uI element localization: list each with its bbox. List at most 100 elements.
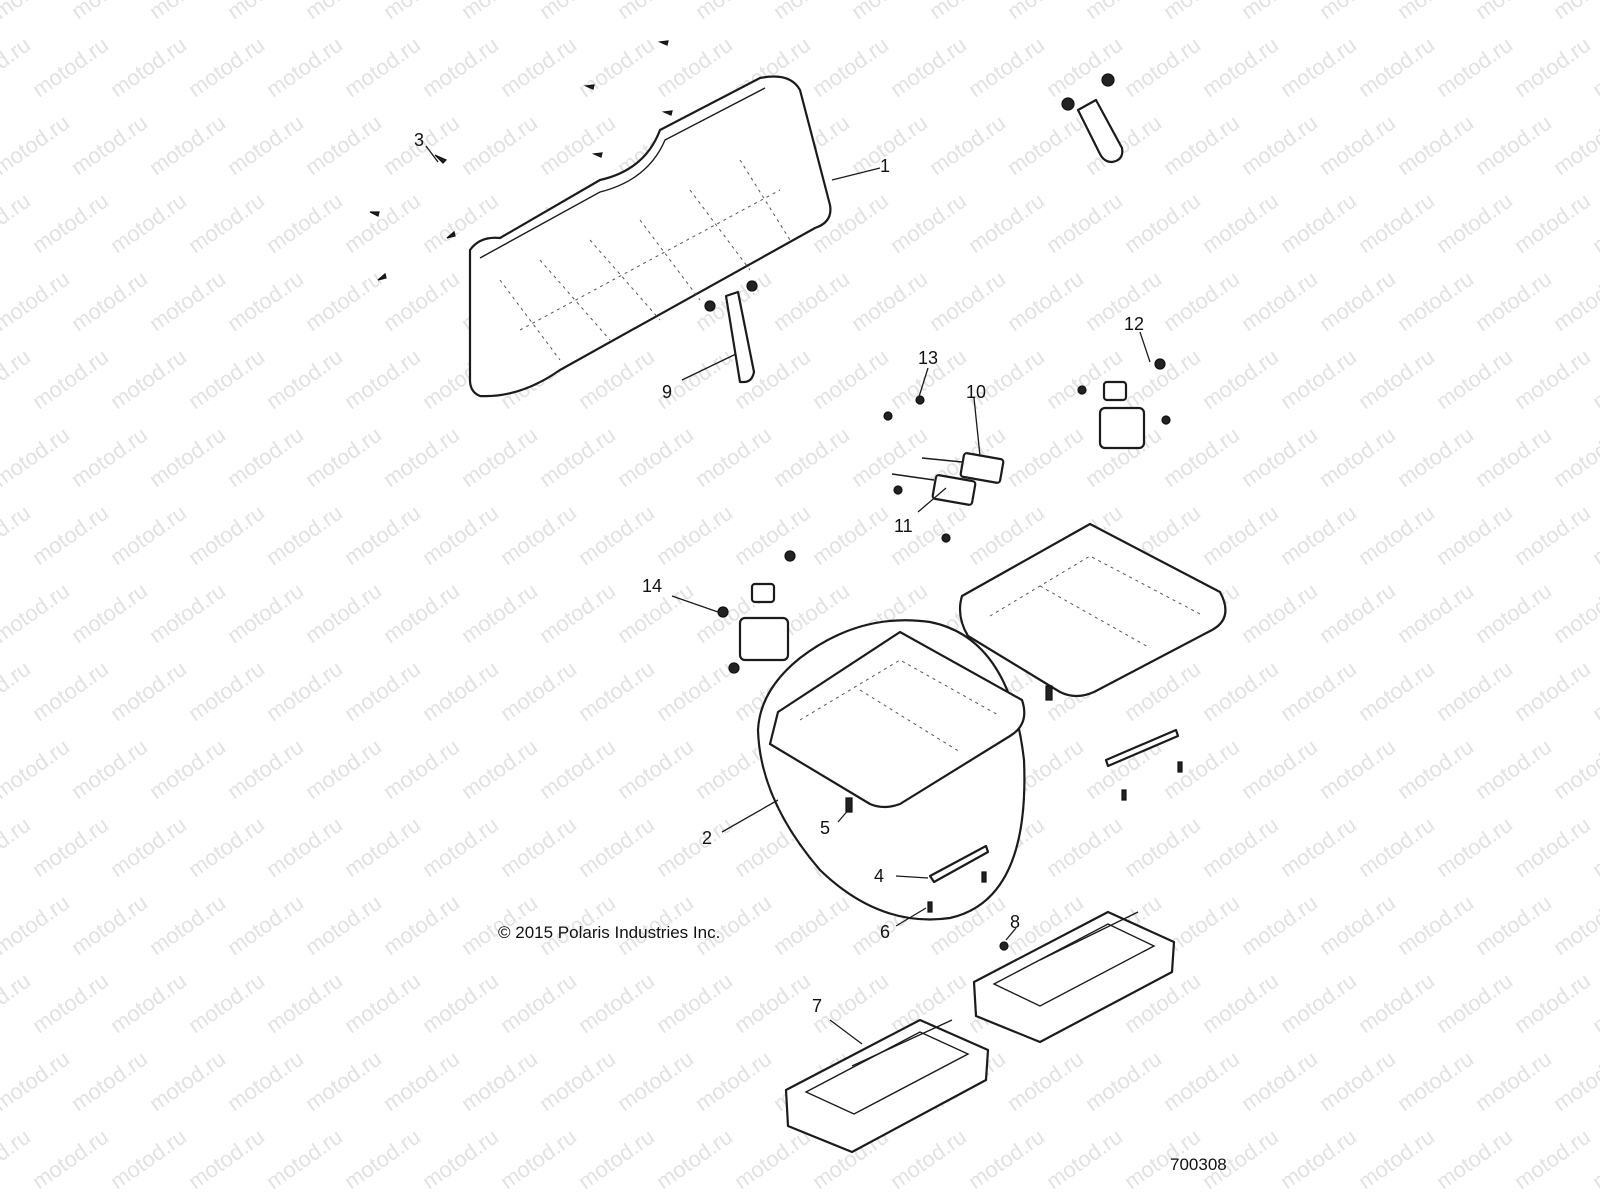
watermark-text: motod.ru (0, 812, 35, 882)
watermark-text: motod.ru (1003, 110, 1088, 180)
watermark-text: motod.ru (1471, 0, 1556, 24)
watermark-text: motod.ru (184, 188, 269, 258)
watermark-text: motod.ru (184, 968, 269, 1038)
callout-labels: 1 2 3 4 5 6 7 8 9 10 11 12 13 14 (414, 130, 1144, 1016)
watermark-text: motod.ru (1315, 1046, 1400, 1116)
watermark-text: motod.ru (769, 890, 854, 960)
watermark-text: motod.ru (0, 110, 74, 180)
watermark-text: motod.ru (184, 812, 269, 882)
seat-bottom-cushion-right (958, 522, 1227, 698)
watermark-text: motod.ru (106, 500, 191, 570)
watermark-text: motod.ru (0, 1124, 35, 1194)
watermark-text: motod.ru (184, 656, 269, 726)
watermark-text: motod.ru (106, 812, 191, 882)
watermark-text: motod.ru (1549, 1046, 1600, 1116)
watermark-text: motod.ru (1159, 422, 1244, 492)
watermark-text: motod.ru (1588, 656, 1600, 726)
watermark-text: motod.ru (0, 656, 35, 726)
watermark-text: motod.ru (1471, 266, 1556, 336)
watermark-text: motod.ru (340, 1124, 425, 1194)
watermark-text: motod.ru (1393, 1046, 1478, 1116)
watermark-text: motod.ru (1120, 32, 1205, 102)
watermark-text: motod.ru (1588, 500, 1600, 570)
watermark-text: motod.ru (106, 188, 191, 258)
callout-13: 13 (918, 348, 938, 368)
watermark-text: motod.ru (301, 578, 386, 648)
watermark-text: motod.ru (1549, 734, 1600, 804)
watermark-text: motod.ru (1432, 188, 1517, 258)
watermark-text: motod.ru (1276, 500, 1361, 570)
watermark-text: motod.ru (574, 32, 659, 102)
seat-bottom-assembly-2 (756, 619, 1026, 921)
watermark-text: motod.ru (613, 0, 698, 24)
watermark-text: motod.ru (574, 968, 659, 1038)
watermark-text: motod.ru (262, 500, 347, 570)
watermark-text: motod.ru (1237, 734, 1322, 804)
watermark-text: motod.ru (574, 1124, 659, 1194)
watermark-text: motod.ru (0, 32, 35, 102)
watermark-text: motod.ru (652, 812, 737, 882)
watermark-text: motod.ru (1471, 422, 1556, 492)
watermark-text: motod.ru (28, 1124, 113, 1194)
callout-12: 12 (1124, 314, 1144, 334)
bumper-strike-14 (717, 550, 796, 674)
watermark-text: motod.ru (1237, 266, 1322, 336)
watermark-text: motod.ru (457, 734, 542, 804)
watermark-text: motod.ru (1198, 344, 1283, 414)
watermark-text: motod.ru (418, 500, 503, 570)
watermark-text: motod.ru (1315, 422, 1400, 492)
watermark-text: motod.ru (301, 734, 386, 804)
watermark-text: motod.ru (223, 0, 308, 24)
watermark-text: motod.ru (28, 656, 113, 726)
watermark-text: motod.ru (730, 968, 815, 1038)
watermark-text: motod.ru (847, 0, 932, 24)
watermark-text: motod.ru (1510, 500, 1595, 570)
watermark-text: motod.ru (1276, 968, 1361, 1038)
watermark-text: motod.ru (1510, 32, 1595, 102)
watermark-text: motod.ru (262, 656, 347, 726)
watermark-text: motod.ru (67, 1046, 152, 1116)
watermark-text: motod.ru (1510, 344, 1595, 414)
watermark-text: motod.ru (496, 32, 581, 102)
watermark-text: motod.ru (535, 422, 620, 492)
watermark-text: motod.ru (652, 1124, 737, 1194)
watermark-text: motod.ru (1198, 812, 1283, 882)
watermark-text: motod.ru (457, 110, 542, 180)
watermark-text: motod.ru (28, 344, 113, 414)
watermark-text: motod.ru (652, 656, 737, 726)
watermark-text: motod.ru (1432, 344, 1517, 414)
watermark-text: motod.ru (418, 968, 503, 1038)
watermark-text: motod.ru (418, 32, 503, 102)
callout-5: 5 (820, 818, 830, 838)
watermark-text: motod.ru (145, 422, 230, 492)
watermark-text: motod.ru (1276, 344, 1361, 414)
watermark-text: motod.ru (106, 32, 191, 102)
watermark-text: motod.ru (769, 266, 854, 336)
watermark-text: motod.ru (535, 1046, 620, 1116)
strap-bracket-9 (704, 280, 758, 384)
copyright-notice: © 2015 Polaris Industries Inc. (498, 923, 720, 942)
watermark-text: motod.ru (106, 1124, 191, 1194)
watermark-text: motod.ru (457, 422, 542, 492)
watermark-text: motod.ru (28, 968, 113, 1038)
watermark-text: motod.ru (691, 0, 776, 24)
watermark-text: motod.ru (1237, 422, 1322, 492)
watermark-text: motod.ru (1276, 32, 1361, 102)
callout-9: 9 (662, 382, 672, 402)
figure-number: 700308 (1170, 1155, 1227, 1174)
watermark-text: motod.ru (145, 890, 230, 960)
callout-6: 6 (880, 922, 890, 942)
watermark-text: motod.ru (1471, 578, 1556, 648)
watermark-text: motod.ru (1159, 1046, 1244, 1116)
watermark-text: motod.ru (652, 968, 737, 1038)
watermark-text: motod.ru (223, 422, 308, 492)
watermark-text: motod.ru (496, 968, 581, 1038)
watermark-text: motod.ru (1315, 734, 1400, 804)
watermark-text: motod.ru (1432, 32, 1517, 102)
watermark-text: motod.ru (1471, 890, 1556, 960)
watermark-text: motod.ru (457, 1046, 542, 1116)
watermark-text: motod.ru (1588, 968, 1600, 1038)
watermark-text: motod.ru (535, 110, 620, 180)
watermark-text: motod.ru (0, 968, 35, 1038)
watermark-text: motod.ru (535, 734, 620, 804)
